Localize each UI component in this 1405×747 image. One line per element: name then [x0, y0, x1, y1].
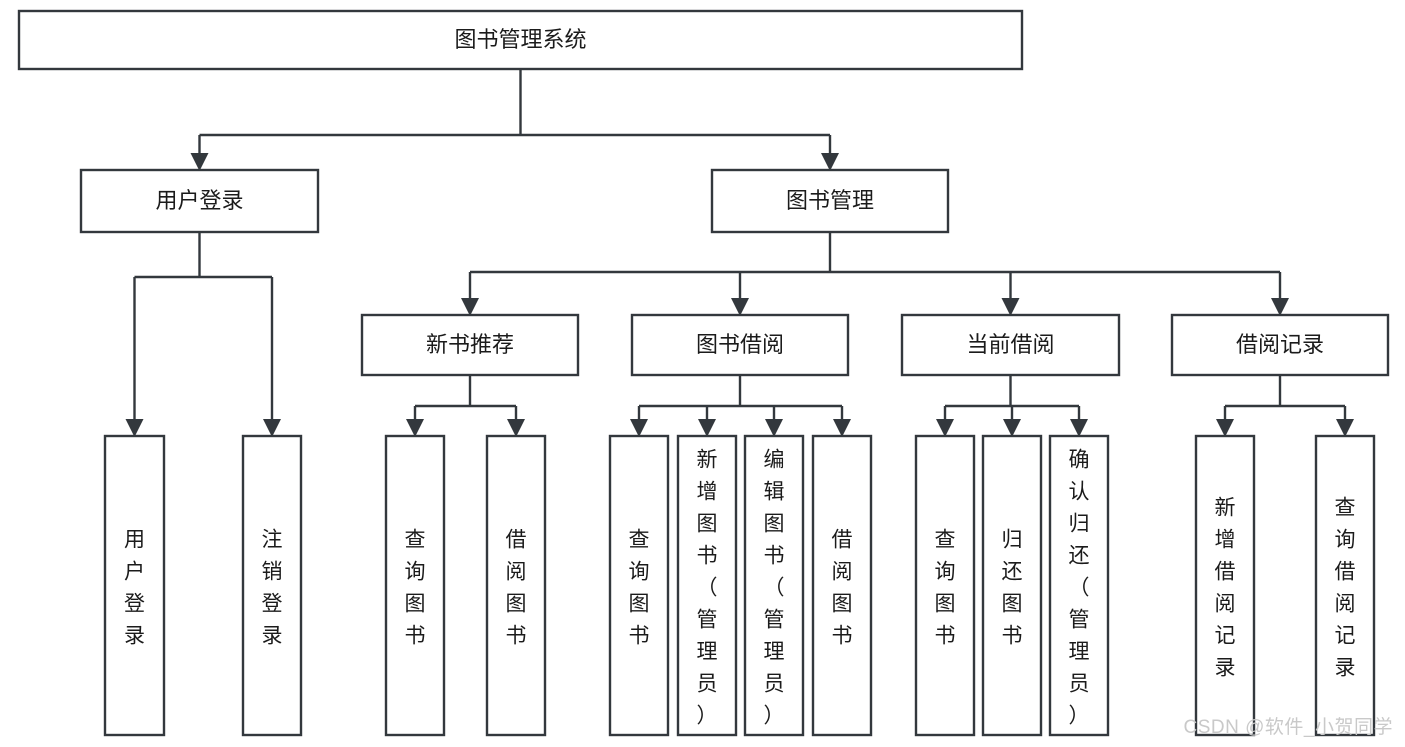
node-leaf-add-book[interactable]: 新增图书（管理员）	[676, 434, 738, 737]
node-label: 查询借阅记录	[1335, 496, 1356, 679]
arrow-head	[461, 298, 479, 316]
arrow-head	[630, 419, 648, 437]
node-box	[103, 434, 166, 737]
node-box	[743, 434, 805, 737]
node-root[interactable]: 图书管理系统	[17, 9, 1024, 71]
node-box	[1048, 434, 1110, 737]
arrow-head	[125, 419, 144, 437]
arrow-head	[507, 419, 525, 437]
node-new-book-recommend[interactable]: 新书推荐	[360, 313, 580, 377]
node-box	[914, 434, 976, 737]
node-label: 当前借阅	[966, 332, 1054, 357]
node-box	[360, 313, 580, 377]
node-box	[17, 9, 1024, 71]
node-box	[79, 168, 320, 234]
arrow-head	[1003, 419, 1021, 437]
node-book-management[interactable]: 图书管理	[710, 168, 950, 234]
node-leaf-query-book-new[interactable]: 查询图书	[384, 434, 446, 737]
node-label: 新增图书（管理员）	[697, 448, 718, 727]
arrow-head	[1271, 298, 1289, 316]
node-leaf-borrow-book[interactable]: 借阅图书	[811, 434, 873, 737]
node-leaf-return-book[interactable]: 归还图书	[981, 434, 1043, 737]
node-current-borrow[interactable]: 当前借阅	[900, 313, 1121, 377]
node-leaf-logout[interactable]: 注销登录	[241, 434, 303, 737]
node-box	[811, 434, 873, 737]
arrow-head	[1001, 298, 1020, 316]
node-user-login[interactable]: 用户登录	[79, 168, 320, 234]
node-leaf-borrow-book-new[interactable]: 借阅图书	[485, 434, 547, 737]
arrow-head	[821, 153, 839, 171]
node-leaf-add-record[interactable]: 新增借阅记录	[1194, 434, 1256, 737]
arrow-head	[190, 153, 209, 171]
arrow-head	[765, 419, 783, 437]
arrow-head	[731, 298, 749, 316]
node-box	[900, 313, 1121, 377]
node-leaf-edit-book[interactable]: 编辑图书（管理员）	[743, 434, 805, 737]
node-label: 新书推荐	[426, 332, 514, 357]
node-leaf-user-login[interactable]: 用户登录	[103, 434, 166, 737]
node-label: 查询图书	[629, 528, 650, 647]
node-label: 借阅记录	[1236, 332, 1324, 357]
node-label: 借阅图书	[832, 528, 853, 647]
arrow-head	[1216, 419, 1234, 437]
node-label: 注销登录	[262, 528, 283, 647]
node-box	[710, 168, 950, 234]
node-label: 图书管理系统	[454, 27, 586, 52]
node-box	[608, 434, 670, 737]
arrow-head	[406, 419, 424, 437]
node-box	[676, 434, 738, 737]
node-box	[384, 434, 446, 737]
arrow-head	[1336, 419, 1354, 437]
node-box	[981, 434, 1043, 737]
node-leaf-confirm-return[interactable]: 确认归还（管理员）	[1048, 434, 1110, 737]
node-label: 新增借阅记录	[1215, 496, 1236, 679]
node-label: 查询图书	[935, 528, 956, 647]
node-leaf-query-book-current[interactable]: 查询图书	[914, 434, 976, 737]
node-label: 编辑图书（管理员）	[764, 448, 785, 727]
node-box	[1314, 434, 1376, 737]
node-label: 图书借阅	[696, 332, 784, 357]
node-leaf-query-record[interactable]: 查询借阅记录	[1314, 434, 1376, 737]
node-box	[630, 313, 850, 377]
watermark-label: CSDN @软件_小贺同学	[1183, 717, 1393, 738]
arrow-head	[1070, 419, 1088, 437]
node-layer: 图书管理系统用户登录图书管理新书推荐图书借阅当前借阅借阅记录用户登录注销登录查询…	[17, 9, 1390, 737]
node-label: 查询图书	[405, 528, 426, 647]
node-label: 确认归还（管理员）	[1069, 448, 1090, 727]
node-box	[1194, 434, 1256, 737]
arrow-head	[833, 419, 851, 437]
node-label: 用户登录	[155, 188, 243, 213]
arrow-head	[263, 419, 281, 437]
node-borrow-record[interactable]: 借阅记录	[1170, 313, 1390, 377]
arrow-head	[936, 419, 954, 437]
node-box	[241, 434, 303, 737]
connector-layer	[125, 69, 1354, 437]
arrow-head	[698, 419, 716, 437]
node-label: 借阅图书	[506, 528, 527, 647]
node-box	[485, 434, 547, 737]
node-book-borrow[interactable]: 图书借阅	[630, 313, 850, 377]
node-label: 用户登录	[124, 528, 145, 647]
node-leaf-query-book-borrow[interactable]: 查询图书	[608, 434, 670, 737]
node-box	[1170, 313, 1390, 377]
node-label: 图书管理	[786, 188, 874, 213]
node-label: 归还图书	[1002, 528, 1023, 647]
